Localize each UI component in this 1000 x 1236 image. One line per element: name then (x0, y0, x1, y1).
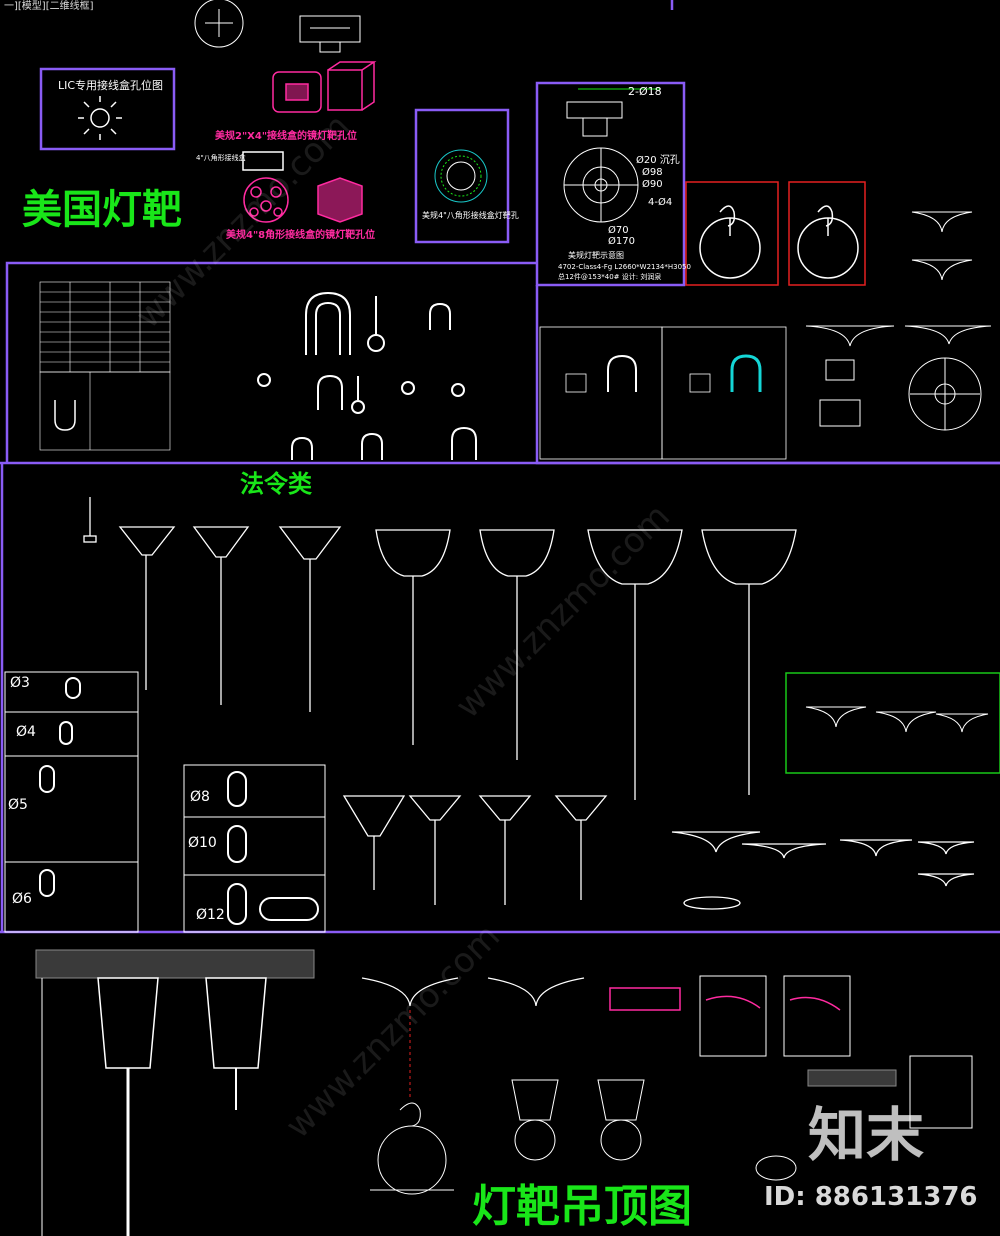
chain-size-10: Ø10 (188, 835, 217, 851)
chain-size-3: Ø3 (10, 675, 30, 691)
note-author-line: 总12件@153*40# 设计: 刘润泉 (558, 273, 662, 281)
chain-size-6: Ø6 (12, 891, 32, 907)
note-us-4in-label: 4"八角形接线盒 (196, 154, 246, 162)
octagon-base-drawing (434, 149, 488, 203)
chain-size-5: Ø5 (8, 797, 28, 813)
chain-size-panels (4, 671, 326, 933)
note-us-4in: 美规4"8角形接线盒的镜灯靶孔位 (226, 230, 376, 241)
note-us-2x4: 美规2"X4"接线盒的镜灯靶孔位 (215, 131, 358, 142)
dim-70: Ø70 (608, 225, 629, 236)
dim-2-18: 2-Ø18 (628, 85, 662, 98)
canopy-detail-box (785, 672, 1000, 774)
us-base-frame (535, 81, 686, 287)
dim-90: Ø90 (642, 179, 663, 190)
magenta-junction-boxes (242, 61, 377, 223)
chain-pendants (83, 497, 975, 910)
title-ceiling-view: 灯靶吊顶图 (472, 1181, 692, 1232)
shackle-detail-panels (539, 326, 787, 460)
title-american-base: 美国灯靶 (22, 187, 182, 233)
note-us-base-title: 美规灯靶示意图 (568, 251, 624, 260)
canopy-shades-right (805, 211, 992, 431)
ul-box-frame (39, 67, 176, 151)
magenta-bottom-parts (609, 987, 841, 1011)
us-canopy-base (563, 88, 660, 223)
watermark-brand: 知末 (808, 1101, 925, 1169)
dim-20: Ø20 沉孔 (636, 155, 680, 166)
title-french-type: 法令类 (240, 470, 312, 498)
ceiling-section (35, 949, 973, 1236)
header-tab[interactable]: 一][模型][二维线框] (4, 1, 94, 12)
watermark-id: ID: 886131376 (764, 1182, 978, 1212)
dim-170: Ø170 (608, 236, 635, 247)
top-section-frame (5, 261, 537, 463)
octagon-box-frame (414, 108, 510, 244)
spec-table (39, 281, 171, 451)
chain-size-8: Ø8 (190, 789, 210, 805)
frame-lines (0, 0, 1000, 934)
chain-size-4: Ø4 (16, 724, 36, 740)
chain-size-12: Ø12 (196, 907, 225, 923)
u-bolts-and-shackles (257, 291, 477, 460)
note-us-octagon: 美规4"八角形接线盒灯靶孔 (422, 211, 519, 220)
mount-plate-circle (194, 0, 244, 48)
hook-panels (685, 181, 866, 286)
top-mount-plate (194, 0, 361, 53)
ul-box-schematic (78, 96, 122, 140)
note-ul-box: LIC专用接线盒孔位图 (58, 79, 164, 92)
dim-98: Ø98 (642, 167, 663, 178)
dim-4-4: 4-Ø4 (648, 197, 673, 208)
note-spec-line: 4702-Class4-Fg L2660*W2134*H3050 (558, 263, 691, 271)
